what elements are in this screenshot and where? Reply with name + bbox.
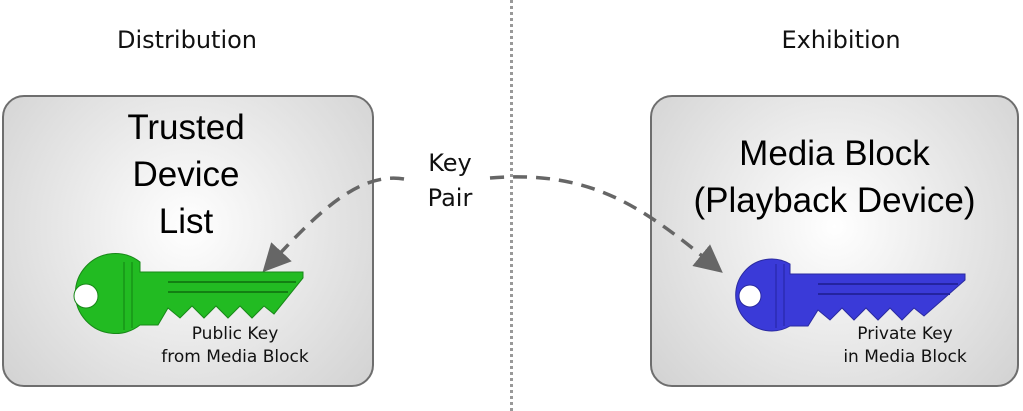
key-pair-label: Key Pair <box>405 146 495 216</box>
private-key-icon <box>735 258 966 332</box>
key-pair-line: Pair <box>427 184 473 212</box>
media-block-box <box>650 95 1019 387</box>
key-pair-line: Key <box>428 149 472 177</box>
title-line: Device <box>132 155 240 194</box>
public-key-caption: Public Key from Media Block <box>130 323 340 369</box>
caption-line: Public Key <box>191 324 279 344</box>
caption-line: Private Key <box>857 324 953 344</box>
title-line: List <box>158 202 214 241</box>
header-distribution: Distribution <box>116 26 257 54</box>
trusted-device-list-title: Trusted Device List <box>86 104 286 245</box>
caption-line: in Media Block <box>843 347 967 367</box>
caption-line: from Media Block <box>161 347 309 367</box>
title-line: (Playback Device) <box>693 181 976 220</box>
title-line: Trusted <box>127 108 245 147</box>
arrow-to-public-key <box>262 176 405 273</box>
public-key-icon <box>73 253 304 334</box>
title-line: Media Block <box>739 134 930 173</box>
private-key-caption: Private Key in Media Block <box>800 323 1010 369</box>
arrow-to-private-key <box>489 175 723 273</box>
media-block-title: Media Block (Playback Device) <box>650 130 1019 224</box>
trusted-device-list-box <box>2 95 374 387</box>
header-exhibition: Exhibition <box>781 26 901 54</box>
divider-line <box>510 0 513 411</box>
